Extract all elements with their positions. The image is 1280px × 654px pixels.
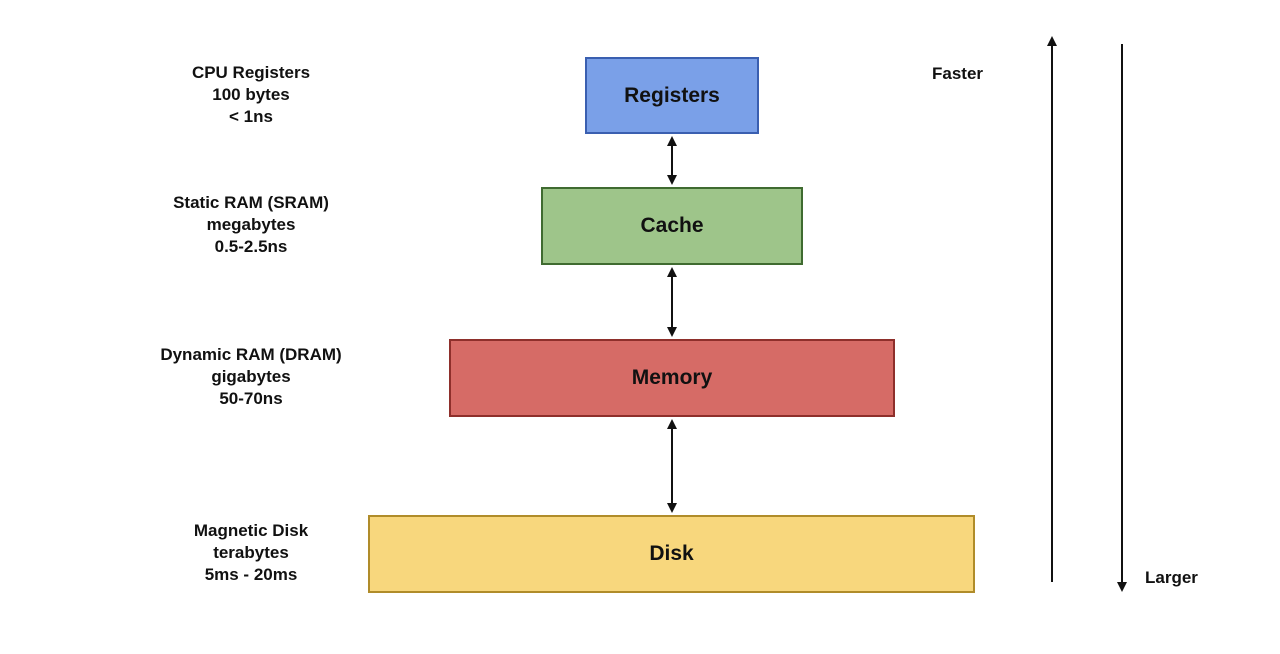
disk-description: Magnetic Disk terabytes 5ms - 20ms — [121, 520, 381, 586]
cache-box-label: Cache — [640, 214, 704, 237]
disk-box: Disk — [368, 515, 975, 593]
disk-box-label: Disk — [649, 542, 694, 565]
memory-latency-label: 50-70ns — [219, 389, 283, 408]
cache-tech-label: Static RAM (SRAM) — [173, 193, 329, 212]
cache-description: Static RAM (SRAM) megabytes 0.5-2.5ns — [121, 192, 381, 258]
cache-latency-label: 0.5-2.5ns — [214, 237, 288, 256]
registers-box: Registers — [585, 57, 759, 134]
registers-tech-label: CPU Registers — [191, 63, 311, 82]
larger-label: Larger — [1145, 568, 1198, 587]
memory-description: Dynamic RAM (DRAM) gigabytes 50-70ns — [121, 344, 381, 410]
faster-label: Faster — [932, 64, 984, 83]
memory-box-label: Memory — [631, 366, 713, 389]
cache-size-label: megabytes — [206, 215, 296, 234]
disk-latency-label: 5ms - 20ms — [204, 565, 298, 584]
registers-description: CPU Registers 100 bytes < 1ns — [121, 62, 381, 128]
registers-box-label: Registers — [624, 83, 720, 107]
memory-size-label: gigabytes — [211, 367, 291, 386]
cache-box: Cache — [541, 187, 803, 265]
memory-tech-label: Dynamic RAM (DRAM) — [160, 345, 342, 364]
disk-size-label: terabytes — [213, 543, 289, 562]
registers-size-label: 100 bytes — [212, 85, 290, 104]
memory-box: Memory — [449, 339, 895, 417]
disk-tech-label: Magnetic Disk — [193, 521, 309, 540]
registers-latency-label: < 1ns — [229, 107, 273, 126]
